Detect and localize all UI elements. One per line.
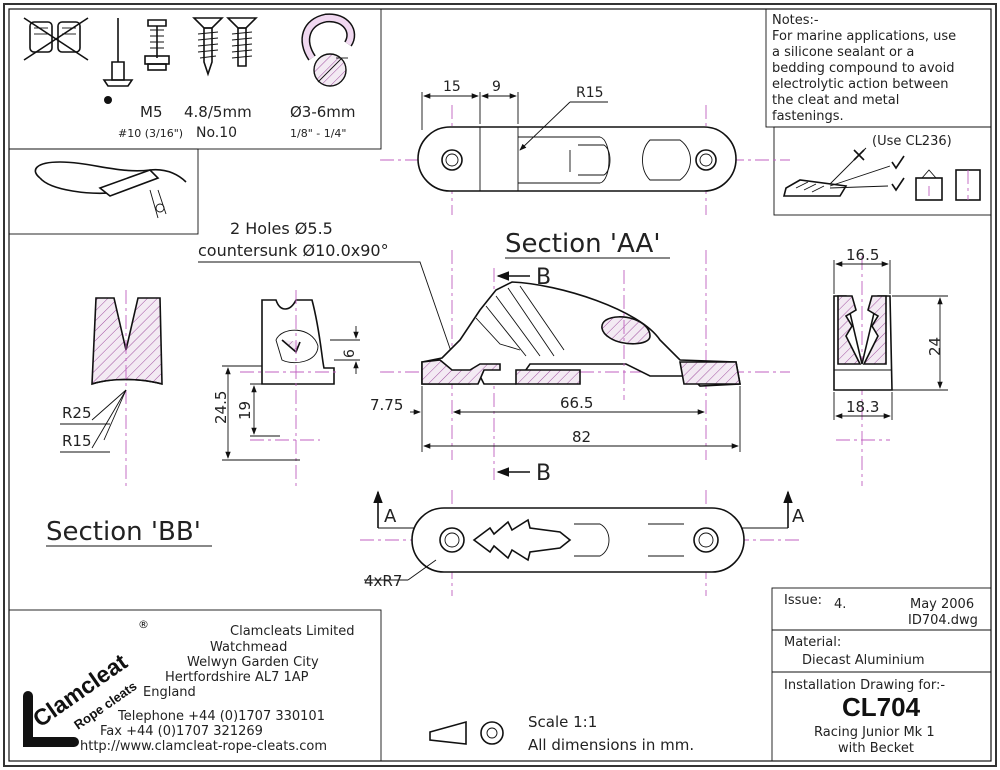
fastener-sublabel-screw: No.10 (196, 125, 237, 141)
title-block: Issue: 4. May 2006 ID704.dwg Material: D… (771, 587, 992, 762)
dim-corner-radius-label: 4xR7 (364, 572, 402, 590)
company-url[interactable]: http://www.clamcleat-rope-cleats.com (80, 739, 327, 754)
section-bb-title: Section 'BB' (46, 517, 201, 547)
crossed-out-screw-icon (23, 17, 89, 61)
fastener-label-m5: M5 (140, 103, 163, 121)
issue-label: Issue: (784, 593, 822, 608)
company-name: Clamcleats Limited (230, 624, 355, 639)
use-cl236-panel: (Use CL236) (773, 126, 992, 216)
sheet-border (3, 3, 997, 767)
notes-line-6: fastenings. (772, 109, 844, 124)
plan-view-top: 15 9 R15 (380, 79, 790, 215)
section-a-marker-right: A (792, 506, 805, 527)
self-tapping-screw-icon (226, 17, 258, 67)
material-value: Diecast Aluminium (802, 653, 925, 668)
part-number: CL704 (842, 692, 921, 722)
plan-view-bottom: A A 4xR7 (360, 490, 805, 596)
company-fax: Fax +44 (0)1707 321269 (100, 724, 263, 739)
issue-date: May 2006 (910, 597, 974, 612)
notes-line-3: bedding compound to avoid (772, 61, 954, 76)
dim-18-3-label: 18.3 (846, 398, 879, 416)
dim-66-5-label: 66.5 (560, 394, 593, 412)
section-b-marker-bottom: B (536, 461, 551, 486)
section-bb-view: R25 R15 6 24.5 19 (60, 290, 360, 486)
company-telephone: Telephone +44 (0)1707 330101 (117, 709, 325, 724)
use-note: (Use CL236) (872, 134, 952, 149)
holes-note-line-1: 2 Holes Ø5.5 (230, 219, 333, 238)
fasteners-panel: M5 4.8/5mm Ø3-6mm #10 (3/16") No.10 1/8"… (8, 8, 382, 150)
drawing-file: ID704.dwg (908, 613, 978, 628)
dim-7-75-label: 7.75 (370, 396, 403, 414)
dim-24-label: 24 (926, 337, 944, 356)
scale-text: Scale 1:1 (528, 713, 597, 731)
dim-16-5-label: 16.5 (846, 246, 879, 264)
projection-cone-icon (429, 720, 467, 745)
section-b-marker-top: B (536, 265, 551, 290)
notes-line-1: For marine applications, use (772, 29, 956, 44)
section-aa-title: Section 'AA' (505, 229, 660, 259)
fastener-sublabel-rope: 1/8" - 1/4" (290, 127, 347, 140)
notes-panel: Notes:- For marine applications, use a s… (765, 8, 992, 128)
dim-19-label: 19 (236, 401, 254, 420)
projection-circle-icon (480, 721, 504, 745)
company-panel: Clamcleat Rope cleats ® Clamcleats Limit… (8, 609, 382, 762)
dim-82-label: 82 (572, 428, 591, 446)
dim-24-5-label: 24.5 (212, 391, 230, 424)
company-address-4: England (143, 685, 196, 700)
dim-15-label: 15 (443, 79, 461, 95)
notes-line-2: a silicone sealant or a (772, 45, 914, 60)
check-icon (891, 155, 905, 170)
check-icon (891, 177, 905, 192)
notes-line-4: electrolytic action between (772, 77, 949, 92)
dim-9-label: 9 (492, 79, 501, 95)
rivet-icon (102, 18, 134, 104)
holes-note-line-2: countersunk Ø10.0x90° (198, 241, 389, 260)
fastener-label-screw: 4.8/5mm (184, 103, 252, 121)
fastener-sublabel-m5: #10 (3/16") (118, 127, 183, 140)
company-address-3: Hertfordshire AL7 1AP (165, 670, 309, 685)
units-text: All dimensions in mm. (528, 736, 694, 754)
section-a-marker-left: A (384, 506, 397, 527)
dim-6-label: 6 (342, 349, 358, 358)
dim-r15-left-label: R15 (62, 432, 92, 450)
logo-registered-mark: ® (138, 618, 149, 631)
bolt-icon (144, 19, 170, 71)
section-aa-view: B B 7.75 66.5 82 (370, 250, 790, 486)
issue-value: 4. (834, 597, 846, 612)
part-description-2: with Becket (838, 741, 914, 756)
sheet-inner-border (8, 8, 992, 762)
installation-label: Installation Drawing for:- (784, 678, 945, 693)
company-address-2: Welwyn Garden City (187, 655, 319, 670)
cross-icon (853, 149, 865, 161)
rope-sketch-panel (8, 148, 199, 235)
company-address-1: Watchmead (210, 640, 287, 655)
wood-screw-icon (192, 17, 224, 77)
scale-panel: Scale 1:1 All dimensions in mm. (429, 713, 694, 754)
material-label: Material: (784, 635, 841, 650)
rope-icon (301, 13, 356, 87)
notes-line-5: the cleat and metal (772, 93, 899, 108)
notes-heading: Notes:- (772, 13, 819, 28)
dim-r25-label: R25 (62, 404, 92, 422)
part-description-1: Racing Junior Mk 1 (814, 725, 935, 740)
end-view-right: 16.5 24 18.3 (833, 246, 948, 486)
fastener-label-rope: Ø3-6mm (290, 103, 356, 121)
dim-r15-top-label: R15 (576, 85, 604, 101)
